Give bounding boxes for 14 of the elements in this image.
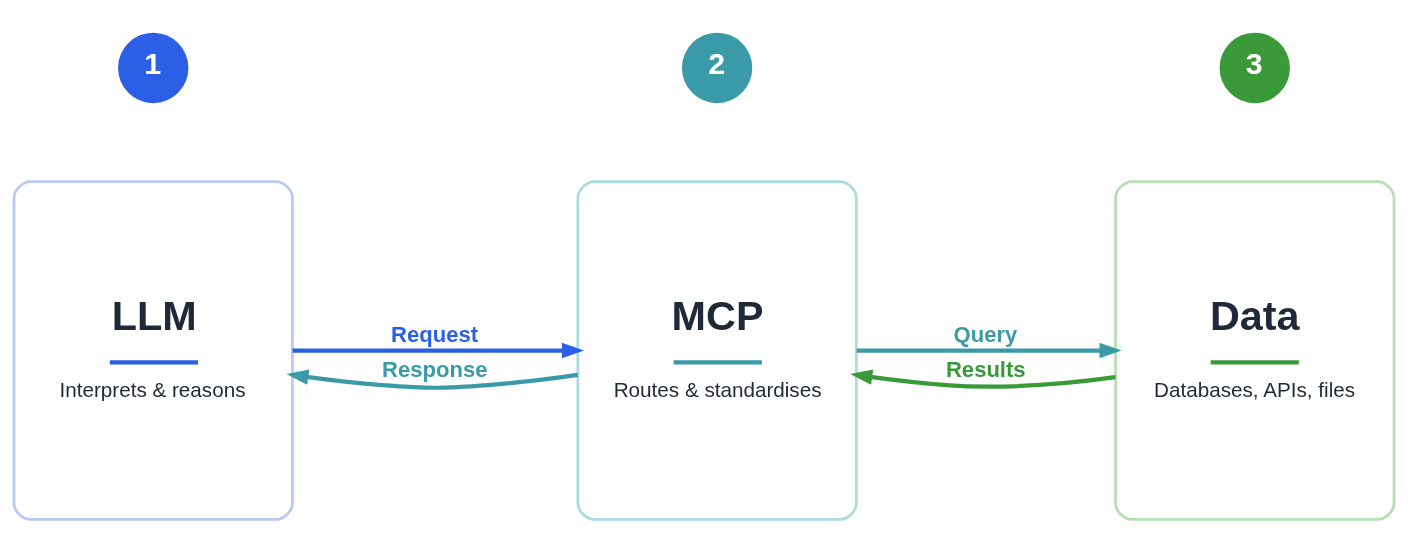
edge-label: Query: [953, 321, 1018, 347]
node-box: MCP Routes & standardises: [576, 179, 858, 521]
node-circle: 1: [118, 32, 189, 103]
edge-label: Request: [391, 321, 479, 347]
edge-label: Results: [945, 356, 1026, 382]
arrow: [850, 368, 1116, 389]
node-box: Data Databases, APIs, files: [1114, 179, 1396, 521]
edge-label: Response: [382, 356, 488, 382]
arrow: [286, 368, 579, 390]
node-circle: 3: [1219, 32, 1290, 103]
arrow: [292, 342, 585, 358]
arrow: [856, 342, 1122, 358]
node-box: LLM Interprets & reasons: [12, 179, 294, 521]
node-circle: 2: [681, 32, 753, 103]
